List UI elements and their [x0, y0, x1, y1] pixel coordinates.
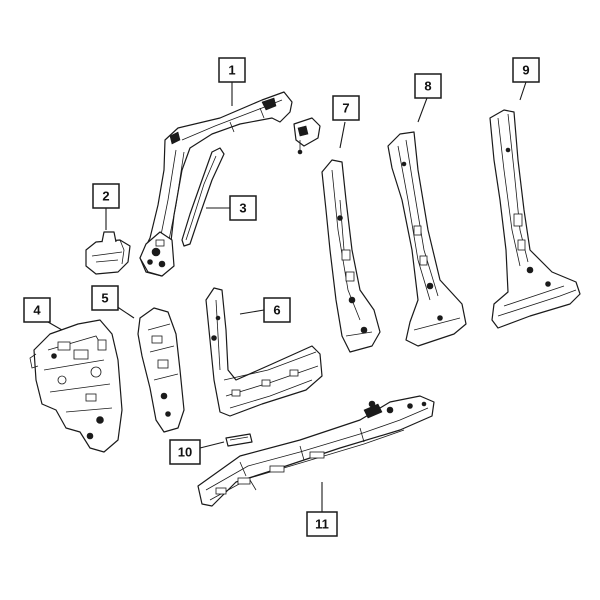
part-4-cowl-side-panel[interactable] — [29, 319, 123, 453]
part-10-small-plate[interactable] — [225, 433, 253, 447]
part-3-trim-strip[interactable] — [181, 147, 225, 247]
callout-3: 3 — [229, 195, 257, 221]
leader-line-7 — [339, 121, 346, 149]
callout-label-11: 11 — [315, 517, 329, 532]
callout-label-5: 5 — [101, 291, 108, 306]
callout-label-1: 1 — [228, 63, 235, 78]
leader-line-4 — [47, 321, 63, 331]
callout-label-2: 2 — [102, 189, 109, 204]
callout-label-4: 4 — [33, 303, 41, 318]
part-8-b-pillar-outer[interactable] — [387, 131, 467, 347]
leader-line-9 — [519, 81, 527, 101]
part-1-a-pillar-roof-rail[interactable] — [139, 91, 293, 277]
callout-label-8: 8 — [424, 79, 431, 94]
callout-label-6: 6 — [273, 303, 280, 318]
leader-line-6 — [239, 309, 265, 315]
callout-5: 5 — [91, 285, 119, 311]
part-6-pillar-sill-section[interactable] — [205, 287, 323, 417]
part-7-clip[interactable] — [293, 117, 321, 155]
part-2-bracket[interactable] — [85, 231, 131, 275]
part-7-b-pillar-reinforcement[interactable] — [321, 159, 381, 353]
callout-6: 6 — [263, 297, 291, 323]
leader-line-8 — [417, 97, 428, 123]
part-5-hinge-reinforcement[interactable] — [137, 307, 185, 433]
callout-label-9: 9 — [522, 63, 529, 78]
callout-8: 8 — [414, 73, 442, 99]
callout-label-7: 7 — [342, 101, 349, 116]
callout-7: 7 — [332, 95, 360, 121]
callout-11: 11 — [306, 511, 338, 537]
callout-10: 10 — [169, 439, 201, 465]
callout-4: 4 — [23, 297, 51, 323]
callout-1: 1 — [218, 57, 246, 83]
leader-line-5 — [115, 305, 135, 319]
callout-9: 9 — [512, 57, 540, 83]
part-11-rocker-sill[interactable] — [197, 395, 435, 507]
callout-label-3: 3 — [239, 201, 246, 216]
part-9-body-side-aperture[interactable] — [489, 109, 581, 329]
callout-2: 2 — [92, 183, 120, 209]
callout-label-10: 10 — [178, 445, 192, 460]
leader-line-10 — [199, 441, 225, 449]
